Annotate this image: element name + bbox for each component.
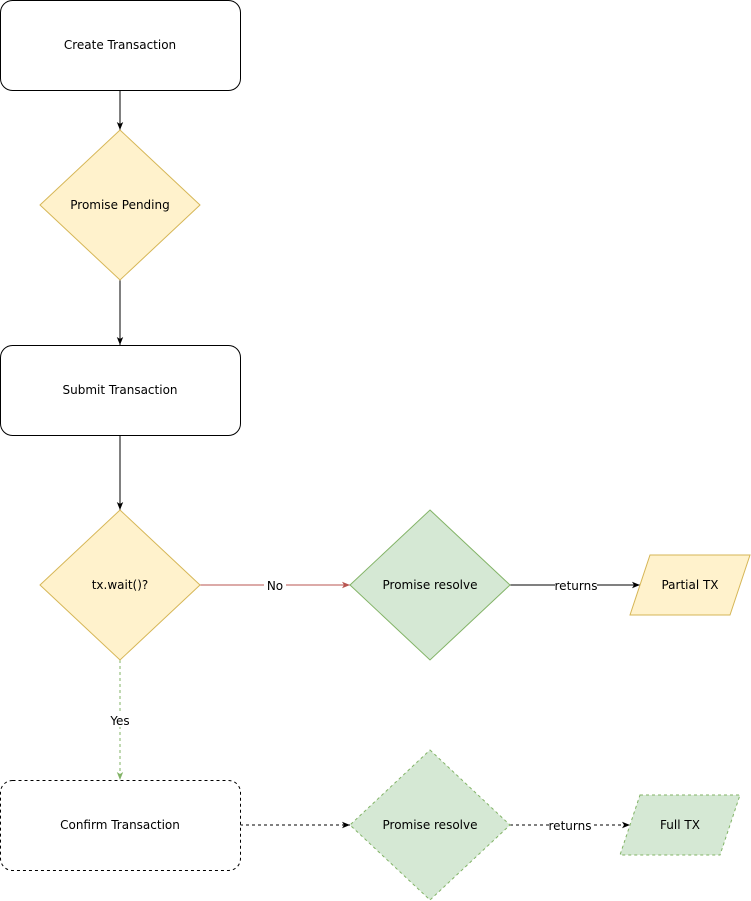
edge-label-yes: Yes [109,714,129,728]
node-create-transaction-label: Create Transaction [64,38,176,52]
node-full-tx[interactable]: Full TX [619,794,741,856]
edge-label-no: No [267,579,283,593]
node-full-tx-label: Full TX [660,818,700,832]
edge-label-returns-bottom: returns [549,819,592,833]
node-confirm-transaction-label: Confirm Transaction [60,818,180,832]
node-submit-transaction-label: Submit Transaction [62,383,177,397]
node-promise-pending-label: Promise Pending [70,198,169,212]
node-wait-decision[interactable]: tx.wait()? [39,509,201,661]
node-promise-resolve-bottom[interactable]: Promise resolve [349,749,511,901]
node-confirm-transaction[interactable]: Confirm Transaction [0,780,241,871]
node-promise-resolve-bottom-label: Promise resolve [383,818,478,832]
node-wait-decision-label: tx.wait()? [92,578,149,592]
edge-label-returns-top: returns [555,579,598,593]
node-partial-tx[interactable]: Partial TX [629,554,751,616]
node-partial-tx-label: Partial TX [661,578,718,592]
node-promise-resolve-top[interactable]: Promise resolve [349,509,511,661]
node-create-transaction[interactable]: Create Transaction [0,0,241,91]
node-promise-pending[interactable]: Promise Pending [39,129,201,281]
node-promise-resolve-top-label: Promise resolve [383,578,478,592]
node-submit-transaction[interactable]: Submit Transaction [0,345,241,436]
